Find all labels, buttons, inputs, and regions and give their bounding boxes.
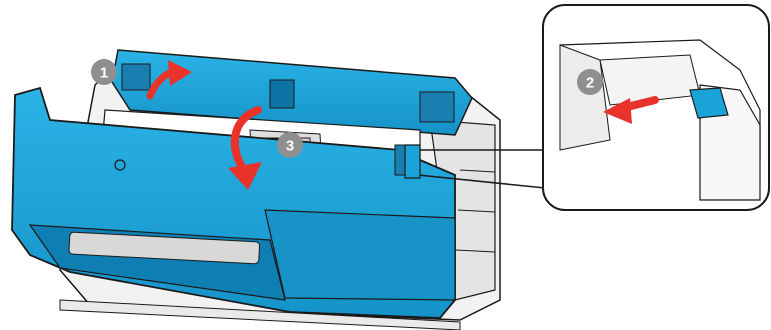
detail-inset: 2 bbox=[543, 5, 769, 210]
callout-1-number: 1 bbox=[100, 65, 108, 82]
callout-3-number: 3 bbox=[286, 138, 294, 155]
release-tab-small bbox=[405, 145, 420, 178]
callout-2-number: 2 bbox=[586, 75, 594, 92]
callout-2-badge: 2 bbox=[577, 69, 603, 95]
callout-1-badge: 1 bbox=[91, 59, 117, 85]
callout-3-badge: 3 bbox=[277, 132, 303, 158]
